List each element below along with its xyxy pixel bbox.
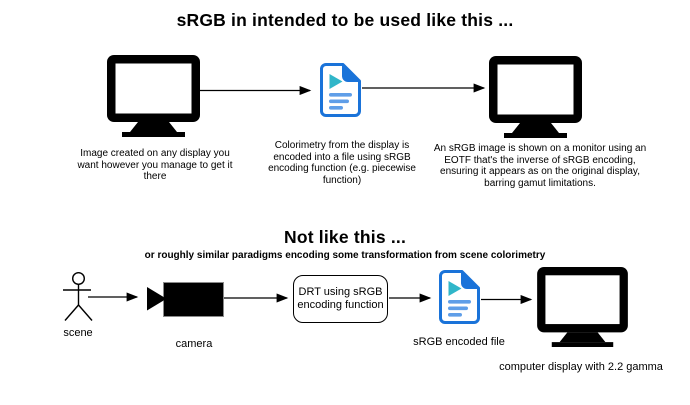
caption-destination-display: An sRGB image is shown on a monitor usin… xyxy=(433,143,647,189)
caption-source-display: Image created on any display you want ho… xyxy=(77,148,233,183)
scene-label: scene xyxy=(63,327,93,339)
top-section-title: sRGB in intended to be used like this ..… xyxy=(176,10,514,30)
computer-display-label: computer display with 2.2 gamma xyxy=(499,361,663,373)
camera-label: camera xyxy=(175,338,213,350)
bottom-section-subtitle: or roughly similar paradigms encoding so… xyxy=(144,250,546,261)
drt-process-box: DRT using sRGB encoding function xyxy=(293,275,388,323)
srgb-file-label: sRGB encoded file xyxy=(413,336,505,348)
caption-srgb-file: Colorimetry from the display is encoded … xyxy=(268,140,416,186)
bottom-section-title: Not like this ... xyxy=(283,227,407,247)
